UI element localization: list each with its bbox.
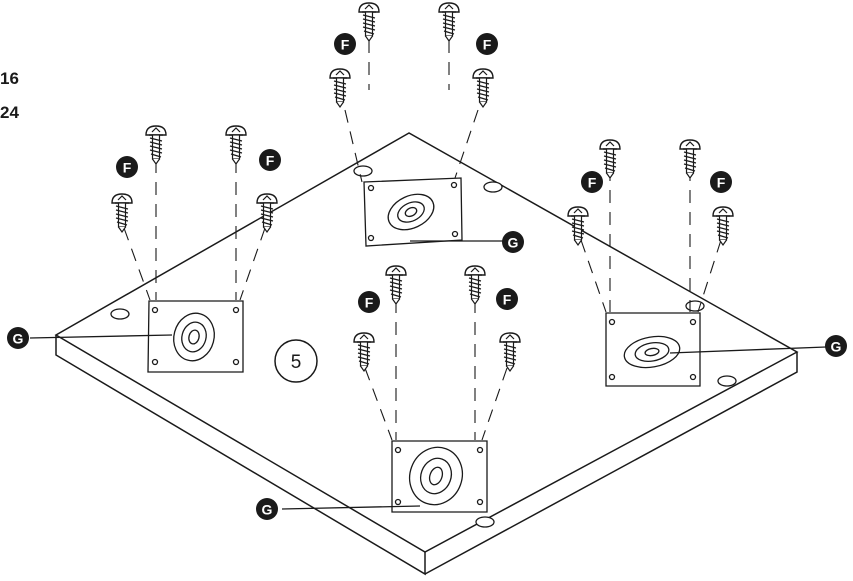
screw-icon [679, 139, 701, 179]
svg-text:F: F [365, 295, 374, 311]
bracket-plates [147, 177, 701, 513]
svg-text:F: F [588, 175, 597, 191]
partial-label-bottom: 24 [0, 103, 19, 122]
svg-text:F: F [483, 37, 492, 53]
part-g-badge: G [7, 327, 29, 349]
screw-icon [225, 125, 247, 165]
part-f-badge: F [476, 33, 498, 55]
screw-icon [145, 125, 167, 165]
step-badge: 5 [274, 339, 318, 383]
screw-icon [358, 2, 380, 42]
panel-hole [483, 181, 503, 193]
screw-icon [599, 139, 621, 179]
part-g-badge: G [502, 231, 524, 253]
svg-text:F: F [717, 175, 726, 191]
bracket-plate-bottom [391, 440, 488, 513]
part-f-badge: F [259, 149, 281, 171]
panel-hole [110, 308, 130, 320]
part-f-badges: F F F F F F F F [116, 33, 732, 313]
svg-text:F: F [341, 37, 350, 53]
bracket-plate-top [363, 177, 463, 247]
bracket-plate-left [147, 300, 244, 373]
svg-text:F: F [503, 292, 512, 308]
alignment-lines [123, 40, 722, 441]
part-g-badges: G G G G [7, 231, 847, 520]
svg-text:G: G [831, 339, 842, 355]
panel-hole [475, 516, 495, 528]
step-number: 5 [291, 352, 302, 373]
panel-hole [685, 300, 705, 312]
panel-hole [717, 375, 737, 387]
part-f-badge: F [710, 171, 732, 193]
panel-front-edge-left [55, 335, 426, 576]
screw-icon [472, 68, 494, 108]
screw-icon [712, 206, 734, 246]
part-f-badge: F [496, 288, 518, 310]
screw-icon [438, 2, 460, 42]
svg-text:F: F [266, 153, 275, 169]
leader-lines [29, 240, 827, 510]
panel-board [54, 132, 799, 576]
svg-text:F: F [123, 160, 132, 176]
part-f-badge: F [116, 156, 138, 178]
svg-text:G: G [262, 502, 273, 518]
part-f-badge: F [358, 291, 380, 313]
part-g-badge: G [256, 498, 278, 520]
part-f-badge: F [334, 33, 356, 55]
svg-text:G: G [13, 331, 24, 347]
screw-icon [329, 68, 351, 108]
bracket-plate-right [605, 312, 701, 387]
panel-hole [353, 165, 373, 177]
part-f-badge: F [581, 171, 603, 193]
svg-text:G: G [508, 235, 519, 251]
screw-icon [111, 193, 133, 233]
panel-front-edge-right [424, 352, 798, 575]
partial-label-top: 16 [0, 69, 19, 88]
part-g-badge: G [825, 335, 847, 357]
